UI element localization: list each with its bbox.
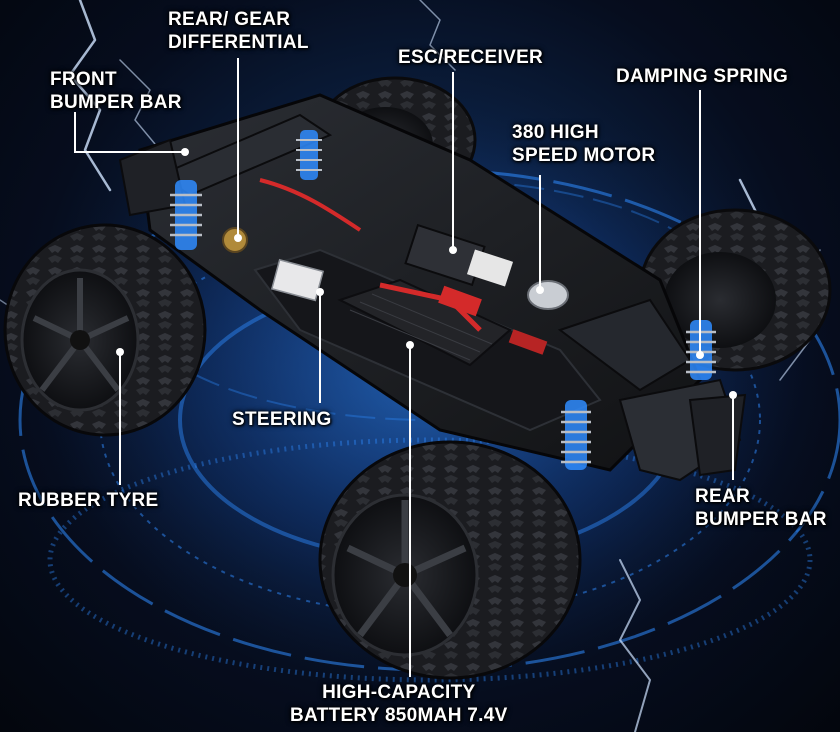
label-line: FRONT: [50, 69, 117, 90]
front-right-tyre: [318, 440, 582, 680]
label-line: STEERING: [232, 409, 332, 430]
callout-lines: [74, 58, 734, 677]
label-line: 380 HIGH: [512, 122, 599, 143]
front-left-tyre: [3, 223, 207, 437]
label-line: REAR/ GEAR: [168, 9, 291, 30]
leader-front-bumper: [74, 112, 185, 153]
shock-absorbers: [170, 130, 716, 470]
label-380-motor: 380 HIGH SPEED MOTOR: [512, 121, 655, 167]
label-line: BUMPER BAR: [695, 509, 827, 530]
label-rubber-tyre: RUBBER TYRE: [18, 489, 159, 512]
label-line: BUMPER BAR: [50, 92, 182, 113]
label-steering: STEERING: [232, 408, 332, 431]
label-line: SPEED MOTOR: [512, 145, 656, 166]
callout-dots: [116, 148, 737, 399]
label-line: HIGH-CAPACITY: [322, 682, 476, 703]
label-damping-spring: DAMPING SPRING: [616, 65, 788, 88]
chassis: [118, 93, 747, 482]
label-rear-bumper-bar: REAR BUMPER BAR: [695, 485, 827, 531]
label-line: ESC/RECEIVER: [398, 47, 544, 68]
label-front-bumper-bar: FRONT BUMPER BAR: [50, 68, 182, 114]
label-line: DIFFERENTIAL: [168, 32, 309, 53]
label-battery: HIGH-CAPACITY BATTERY 850MAH 7.4V: [290, 681, 508, 727]
label-rear-gear-differential: REAR/ GEAR DIFFERENTIAL: [168, 8, 309, 54]
label-line: REAR: [695, 486, 751, 507]
label-esc-receiver: ESC/RECEIVER: [398, 46, 543, 69]
label-line: DAMPING SPRING: [616, 66, 789, 87]
label-line: BATTERY 850MAH 7.4V: [290, 705, 508, 726]
label-line: RUBBER TYRE: [18, 490, 159, 511]
